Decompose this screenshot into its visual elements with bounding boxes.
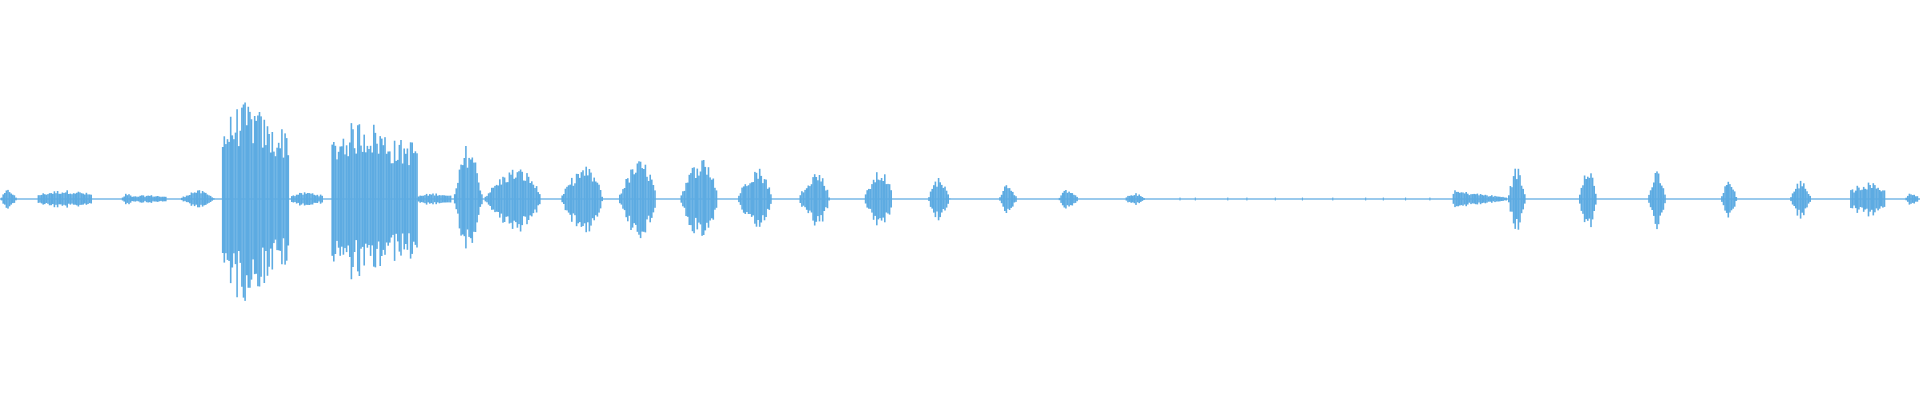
waveform-peaks	[0, 102, 1920, 301]
